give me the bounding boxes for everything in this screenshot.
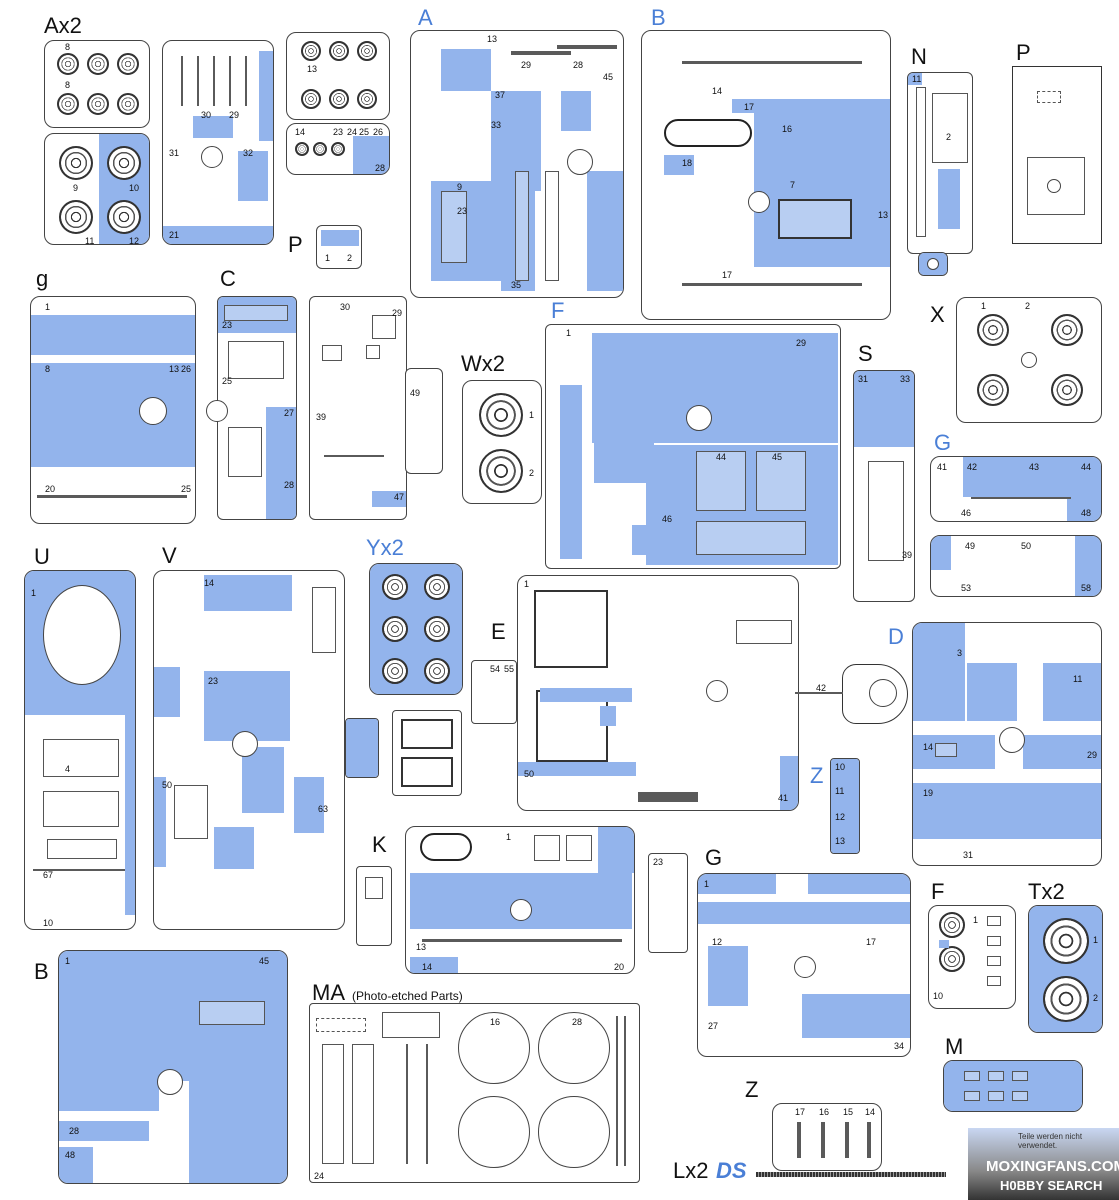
sprue-b-top: 14 17 18 16 7 13 17 (641, 30, 891, 320)
sprue-wx2: 1 2 (462, 380, 542, 504)
sprue-d: 3 11 14 29 19 31 (912, 622, 1102, 866)
sprue-g-small-1: 41 42 43 44 46 48 (930, 456, 1102, 522)
sprue-a: 13 29 28 37 33 45 9 23 35 (410, 30, 624, 298)
sprue-label-n: N (911, 44, 927, 69)
gun-barrel (795, 692, 843, 694)
sprue-k: 1 13 14 20 (405, 826, 635, 974)
sprue-label-g-small: G (934, 430, 952, 455)
ds-track (756, 1172, 946, 1177)
sprue-label-f: F (551, 298, 565, 323)
ds-logo: DS (716, 1158, 747, 1183)
sprue-label-ma: MA (312, 980, 345, 1005)
sprue-label-s: S (858, 341, 873, 366)
sprue-label-d: D (888, 624, 904, 649)
watermark-panel (968, 1128, 1119, 1200)
sprue-g-small-2: 49 50 53 58 (930, 535, 1102, 597)
sprue-label-b-bottom: B (34, 959, 49, 984)
sprue-label-e: E (491, 619, 506, 644)
sprue-label-wx2: Wx2 (461, 351, 505, 376)
sprue-s: 31 33 39 (853, 370, 915, 602)
sprue-yx2 (369, 563, 463, 695)
sprue-label-c: C (220, 266, 236, 291)
sprue-x: 1 2 (956, 297, 1102, 423)
sprue-n: 11 2 (907, 72, 973, 254)
sprue-label-m: M (945, 1034, 964, 1059)
sprue-c: 23 25 27 28 (217, 296, 297, 520)
sprue-label-z-bottom: Z (745, 1077, 759, 1102)
sprue-tx2: 1 2 (1028, 905, 1103, 1033)
watermark-sub: H0BBY SEARCH (1000, 1178, 1103, 1193)
watermark-side-note: Teile werden nicht verwendet. (1018, 1132, 1083, 1150)
sprue-label-x: X (930, 302, 945, 327)
sprue-v-tab (345, 718, 379, 778)
sprue-p-small: 1 2 (316, 225, 362, 269)
sprue-label-p-small: P (288, 232, 303, 257)
sprue-label-g-lower: g (36, 266, 49, 291)
sprue-k-side (356, 866, 392, 946)
ma-note: (Photo-etched Parts) (352, 989, 463, 1003)
sprue-ax2-rack: 30 29 31 32 21 (162, 40, 274, 245)
sprue-label-a: A (418, 5, 433, 30)
sprue-c-arm: 49 (405, 368, 443, 474)
sprue-k-arm: 23 (648, 853, 688, 953)
sprue-label-p: P (1016, 40, 1031, 65)
turret-part (842, 664, 908, 724)
sprue-g-bottom: 1 12 17 27 34 (697, 873, 911, 1057)
sprue-label-u: U (34, 544, 50, 569)
sprue-ax2-sprockets: 9 10 11 12 (44, 133, 150, 245)
watermark-brand: MOXINGFANS.COM (986, 1158, 1119, 1175)
sprue-label-f-small: F (931, 879, 945, 904)
sprue-ax2-roadwheels: 13 (286, 32, 390, 120)
sprue-ma-photo-etched: 16 28 24 (309, 1003, 640, 1183)
sprue-c-hub (206, 400, 228, 422)
sprue-f: 1 29 44 45 46 (545, 324, 841, 569)
sprue-f-small: 1 10 (928, 905, 1016, 1009)
sprue-u: 1 4 67 10 (24, 570, 136, 930)
sprue-label-lx2: Lx2 (673, 1158, 709, 1183)
sprue-label-v: V (162, 543, 177, 568)
sprue-label-k: K (372, 832, 387, 857)
sprue-label-tx2: Tx2 (1028, 879, 1065, 904)
sprue-z-mid: 10 11 12 13 (830, 758, 860, 854)
sprue-label-yx2: Yx2 (366, 535, 404, 560)
sprue-yx2-frame (392, 710, 462, 796)
sprue-label-ax2: Ax2 (44, 13, 82, 38)
sprue-label-g-bottom: G (705, 845, 723, 870)
sprue-z-bottom: 17 16 15 14 (772, 1103, 882, 1171)
sprue-b-bottom: 1 45 28 48 (58, 950, 288, 1184)
sprue-label-b-top: B (651, 5, 666, 30)
sprue-e: 1 41 50 (517, 575, 799, 811)
sprue-ax2-wheels: 8 8 (44, 40, 150, 128)
sprue-m (943, 1060, 1083, 1112)
hull-part-p (1012, 66, 1102, 244)
sprue-ax2-small-parts: 14 23 24 25 26 28 (286, 123, 390, 175)
sprue-n-tab (918, 252, 948, 276)
sprue-c-right: 30 29 39 47 (309, 296, 407, 520)
sprue-v: 14 23 50 63 (153, 570, 345, 930)
sprue-label-z-mid: Z (810, 763, 824, 788)
sprue-g-lower: 1 8 13 26 20 25 (30, 296, 196, 524)
sprue-e-side: 54 55 (471, 660, 517, 724)
